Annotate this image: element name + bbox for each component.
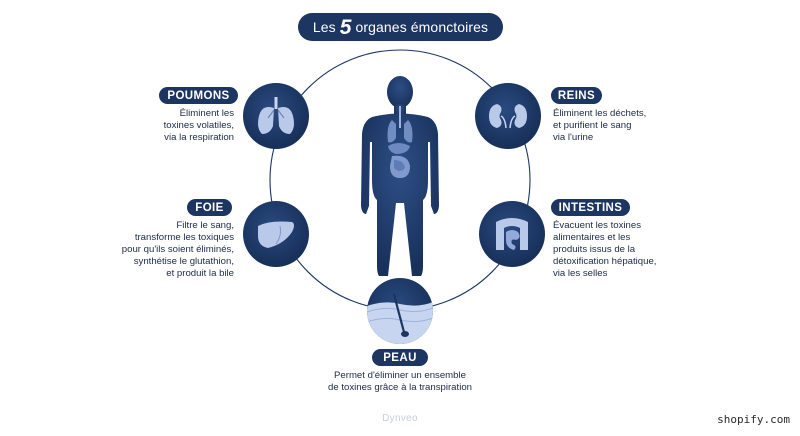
label-peau: PEAU bbox=[372, 349, 428, 366]
intestines-icon bbox=[479, 201, 545, 267]
label-reins: REINS bbox=[551, 87, 602, 104]
desc-line: pour qu'ils soient éliminés, bbox=[121, 244, 234, 255]
desc-foie: Filtre le sang, transforme les toxiques … bbox=[100, 220, 234, 280]
desc-line: via les selles bbox=[553, 268, 608, 279]
desc-line: Permet d'éliminer un ensemble bbox=[334, 370, 466, 381]
label-intestins: INTESTINS bbox=[551, 199, 630, 216]
title-suffix: organes émonctoires bbox=[355, 19, 489, 35]
desc-line: Filtre le sang, bbox=[176, 220, 234, 231]
desc-line: via l'urine bbox=[553, 132, 594, 143]
desc-line: Éliminent les bbox=[179, 108, 234, 119]
source-watermark: shopify.com bbox=[717, 413, 790, 426]
desc-line: et purifient le sang bbox=[553, 120, 632, 131]
desc-line: détoxification hépatique, bbox=[553, 256, 657, 267]
desc-intestins: Évacuent les toxines alimentaires et les… bbox=[553, 220, 693, 280]
desc-line: et produit la bile bbox=[166, 268, 234, 279]
desc-line: synthétise le glutathion, bbox=[133, 256, 234, 267]
desc-line: Évacuent les toxines bbox=[553, 220, 641, 231]
kidneys-icon bbox=[475, 83, 541, 149]
desc-peau: Permet d'éliminer un ensemble de toxines… bbox=[300, 370, 500, 394]
desc-line: produits issus de la bbox=[553, 244, 636, 255]
title-prefix: Les bbox=[312, 19, 336, 35]
desc-line: toxines volatiles, bbox=[163, 120, 234, 131]
desc-line: transforme les toxiques bbox=[134, 232, 234, 243]
desc-line: alimentaires et les bbox=[553, 232, 631, 243]
lungs-icon bbox=[243, 83, 309, 149]
desc-line: de toxines grâce à la transpiration bbox=[328, 382, 472, 393]
title-number: 5 bbox=[339, 15, 352, 39]
skin-icon bbox=[367, 278, 433, 344]
desc-poumons: Éliminent les toxines volatiles, via la … bbox=[140, 108, 234, 144]
page-title: Les 5 organes émonctoires bbox=[298, 13, 503, 41]
label-poumons: POUMONS bbox=[159, 87, 238, 104]
desc-line: via la respiration bbox=[164, 132, 234, 143]
label-foie: FOIE bbox=[187, 199, 232, 216]
desc-reins: Éliminent les déchets, et purifient le s… bbox=[553, 108, 683, 144]
desc-line: Éliminent les déchets, bbox=[553, 108, 647, 119]
human-body-figure bbox=[361, 76, 439, 276]
brand-logo: Dynveo bbox=[382, 413, 418, 424]
liver-icon bbox=[243, 201, 309, 267]
